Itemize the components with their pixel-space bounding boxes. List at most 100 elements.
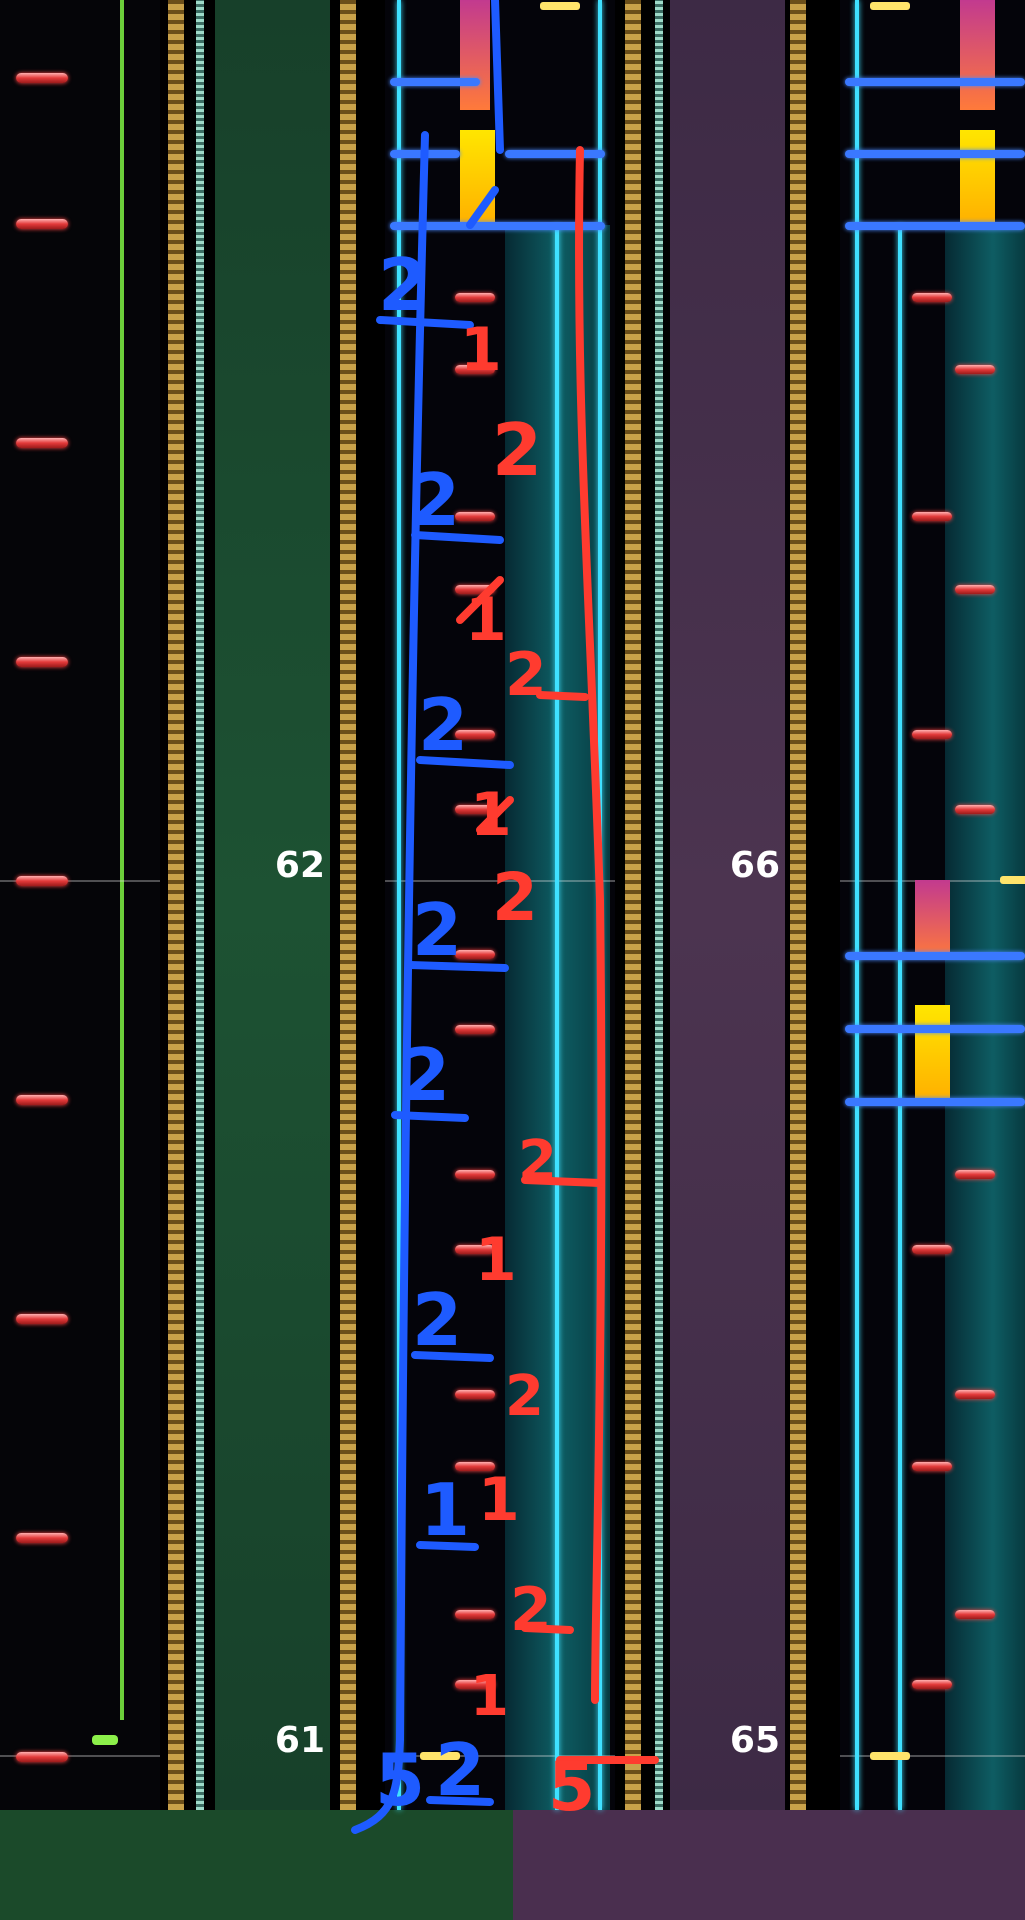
right-cyan-lane-1 [855, 0, 859, 1810]
blue-bracket-stroke [351, 131, 429, 1834]
measure-number-61: 61 [274, 1720, 325, 1761]
note [455, 365, 495, 374]
center-cyan-lane-1 [397, 0, 401, 1810]
blue-annotation-digit: 2 [412, 1278, 462, 1362]
blue-annotation-digit: 2 [400, 1033, 450, 1117]
red-annotation-digit: 2 [492, 408, 542, 492]
right-teal-glow [945, 225, 1025, 1810]
note [455, 585, 495, 594]
note [16, 219, 68, 229]
note [912, 1680, 952, 1689]
note [16, 876, 68, 886]
note [912, 1462, 952, 1471]
blue-annotation-digit: 2 [418, 683, 468, 767]
left-green-panel [215, 0, 330, 1810]
note [955, 805, 995, 814]
right-yellow-note [870, 1752, 910, 1760]
red-annotation-digit: 2 [505, 640, 547, 710]
gridline [0, 880, 160, 882]
measure-number-65: 65 [729, 1720, 780, 1761]
red-annotation-digit: 2 [505, 1364, 544, 1429]
gridline [385, 1755, 615, 1757]
right-yellow-hold [915, 1005, 950, 1100]
blue-annotation-digit: 5 [375, 1738, 425, 1822]
note [455, 1680, 495, 1689]
red-tick-stroke [456, 576, 514, 834]
red-bracket-stroke [556, 146, 659, 1764]
bottom-bar-green [0, 1810, 513, 1920]
rail-fine-left [196, 0, 204, 1810]
note [16, 1752, 68, 1762]
note [955, 1610, 995, 1619]
note [16, 1533, 68, 1543]
center-yellow-note [540, 2, 580, 10]
note [455, 1245, 495, 1254]
right-yellow-note [870, 2, 910, 10]
left-hold-line [120, 0, 124, 1720]
blue-annotation-digit: 2 [435, 1728, 485, 1812]
left-hold-start [92, 1735, 118, 1745]
center-blue-bar [505, 150, 605, 158]
note [16, 438, 68, 448]
center-magenta-hold [460, 0, 490, 110]
rail-center-left [340, 0, 356, 1810]
left-track-background [0, 0, 160, 1920]
blue-top-stroke [466, 0, 504, 229]
right-blue-bar [845, 952, 1025, 960]
right-magenta-hold [915, 880, 950, 960]
blue-annotation-digit: 1 [420, 1468, 470, 1552]
note [955, 365, 995, 374]
note [16, 1314, 68, 1324]
red-underline-stroke [521, 691, 604, 1634]
center-blue-bar [390, 222, 605, 230]
red-annotation-digit: 2 [510, 1575, 552, 1645]
gridline [840, 1755, 1025, 1757]
gridline [385, 880, 615, 882]
right-blue-bar [845, 222, 1025, 230]
note [912, 730, 952, 739]
center-cyan-lane-2 [555, 225, 559, 1810]
note [912, 512, 952, 521]
note [455, 1462, 495, 1471]
right-purple-panel [670, 0, 785, 1810]
blue-annotation-digit: 2 [378, 243, 428, 327]
red-annotation-digit: 2 [518, 1129, 557, 1194]
center-blue-bar [390, 78, 480, 86]
right-yellow-note [1000, 876, 1025, 884]
note [455, 730, 495, 739]
measure-number-62: 62 [274, 845, 325, 886]
right-blue-bar [845, 150, 1025, 158]
blue-annotation-digit: 2 [412, 888, 462, 972]
right-yellow-hold [960, 130, 995, 225]
note [955, 1170, 995, 1179]
blue-underline-stroke [376, 316, 514, 1806]
rail-left-1 [168, 0, 184, 1810]
right-blue-bar [845, 1025, 1025, 1033]
note [16, 1095, 68, 1105]
note [455, 512, 495, 521]
note [455, 293, 495, 302]
note [912, 1245, 952, 1254]
rail-right [790, 0, 806, 1810]
right-magenta-hold [960, 0, 995, 110]
note [16, 73, 68, 83]
note [455, 1170, 495, 1179]
note [455, 805, 495, 814]
center-yellow-note [420, 1752, 460, 1760]
note [955, 585, 995, 594]
red-annotation-digit: 1 [460, 315, 502, 385]
red-annotation-digit: 1 [470, 780, 512, 850]
right-blue-bar [845, 1098, 1025, 1106]
right-cyan-lane-2 [898, 225, 902, 1810]
note [455, 950, 495, 959]
note [455, 1610, 495, 1619]
measure-number-66: 66 [729, 845, 780, 886]
note [955, 1390, 995, 1399]
rail-fine-center [655, 0, 663, 1810]
rail-center-right [625, 0, 641, 1810]
red-annotation-digit: 1 [475, 1225, 517, 1295]
note [912, 293, 952, 302]
red-annotation-digit: 5 [548, 1748, 595, 1827]
red-annotation-digit: 1 [470, 1664, 509, 1729]
